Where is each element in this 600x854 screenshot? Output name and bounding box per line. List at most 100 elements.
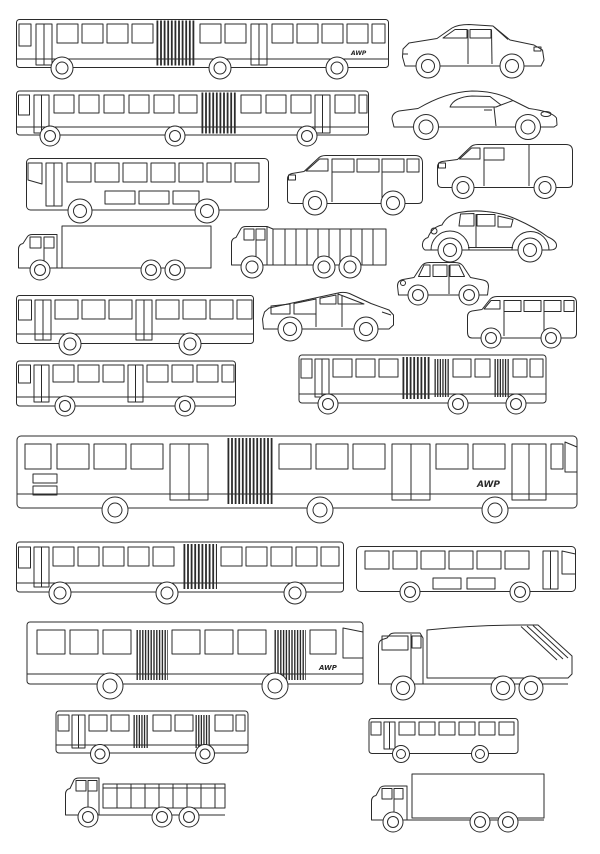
wheels (240, 255, 362, 279)
vehicle-beetle (418, 204, 563, 264)
wheels (382, 811, 519, 833)
vehicle-flatbed-truck (62, 763, 230, 831)
wheels (399, 581, 531, 603)
truck-body (65, 777, 226, 816)
vehicle-articulated-bus-3 (298, 352, 548, 420)
wheels (392, 745, 489, 763)
wheels (77, 806, 200, 828)
bus-drawing (55, 710, 249, 764)
car-body (262, 291, 394, 330)
coupe-drawing (391, 90, 558, 140)
van-body (467, 296, 577, 339)
articulated-bus-drawing: AWP (16, 19, 389, 80)
wheels (407, 284, 480, 306)
articulated-bus-drawing (16, 541, 344, 605)
bus-body (298, 354, 547, 404)
vehicle-garbage-truck (375, 612, 580, 707)
vehicle-minibus (463, 290, 581, 352)
wheels (96, 672, 289, 700)
vehicle-city-bus-2 (15, 358, 237, 420)
wheels (415, 53, 525, 79)
car-body (391, 90, 558, 128)
vehicle-city-bus-3 (55, 708, 250, 766)
bus-body (368, 718, 519, 754)
vehicle-coach-bus-1 (25, 155, 270, 225)
vehicle-articulated-bus-4 (15, 538, 345, 608)
bus-logo: AWP (350, 50, 367, 57)
bus-body (16, 90, 369, 136)
wheels (413, 114, 541, 140)
wheels (48, 581, 307, 605)
wheels (390, 675, 544, 701)
hatchback-drawing (402, 24, 545, 79)
vehicle-articulated-bus-1: AWP (15, 16, 390, 82)
bus-drawing (16, 360, 236, 417)
vehicle-coach-bus-2 (355, 543, 577, 603)
vehicle-articulated-bus-2 (15, 88, 370, 148)
bus-body (26, 158, 269, 211)
vehicle-dump-truck (228, 212, 393, 284)
vehicle-city-bus-1 (15, 292, 255, 358)
articulated-bus-drawing (298, 354, 547, 415)
bus-body (16, 541, 344, 593)
wheels (39, 125, 318, 147)
wheels (101, 496, 509, 524)
bus-body: AWP (16, 19, 389, 68)
wheels (50, 56, 349, 80)
bus-drawing (368, 718, 519, 763)
truck-drawing (65, 777, 226, 828)
minibus-drawing (467, 296, 577, 349)
bus-logo: AWP (318, 664, 338, 672)
wheels (277, 316, 379, 342)
vehicle-shuttle-bus (368, 716, 520, 764)
vehicle-mini (393, 253, 493, 307)
bus-drawing (16, 295, 254, 356)
van-body (437, 144, 573, 188)
coach-drawing (26, 158, 269, 224)
vehicle-panel-van (433, 138, 578, 202)
coach-drawing (356, 546, 576, 603)
wheels (54, 395, 196, 417)
van-drawing (437, 144, 573, 199)
bus-logo: AWP (476, 480, 500, 490)
truck-body (378, 624, 573, 685)
vehicle-sports-coupe (388, 84, 563, 142)
bus-body (356, 546, 576, 592)
articulated-bus-drawing (16, 90, 369, 147)
wheels (302, 190, 406, 216)
vehicle-minivan (258, 283, 398, 347)
car-body (421, 210, 558, 251)
wheels (317, 393, 527, 415)
car-body (397, 262, 489, 296)
wheels (480, 327, 562, 349)
vehicle-articulated-bus-large: AWP (15, 430, 580, 532)
truck-drawing (231, 226, 387, 279)
vehicle-passenger-van (283, 148, 428, 222)
wheels (437, 237, 543, 263)
bus-body (16, 360, 236, 407)
bus-body: AWP (26, 621, 364, 685)
wheels (451, 176, 557, 199)
wheels (90, 744, 215, 764)
vehicle-hatchback (398, 20, 548, 80)
truck-drawing (378, 624, 573, 701)
bus-body (55, 710, 249, 754)
van-body (287, 155, 423, 204)
bus-drawing: AWP (26, 621, 364, 700)
vehicle-city-bus-dark-doors: AWP (25, 618, 365, 708)
wheels (58, 332, 202, 356)
car-body (402, 24, 545, 67)
minivan-drawing (262, 291, 394, 342)
truck-drawing (371, 773, 545, 833)
vehicle-box-truck-1 (15, 222, 215, 286)
articulated-bus-drawing: AWP (16, 435, 578, 524)
car-drawing (397, 262, 489, 306)
vehicle-box-truck-2 (368, 770, 548, 834)
bus-body (16, 295, 254, 344)
wheels (67, 198, 220, 224)
car-drawing (421, 210, 558, 263)
van-drawing (287, 155, 423, 216)
truck-drawing (18, 225, 212, 281)
bus-body: AWP (16, 435, 578, 509)
